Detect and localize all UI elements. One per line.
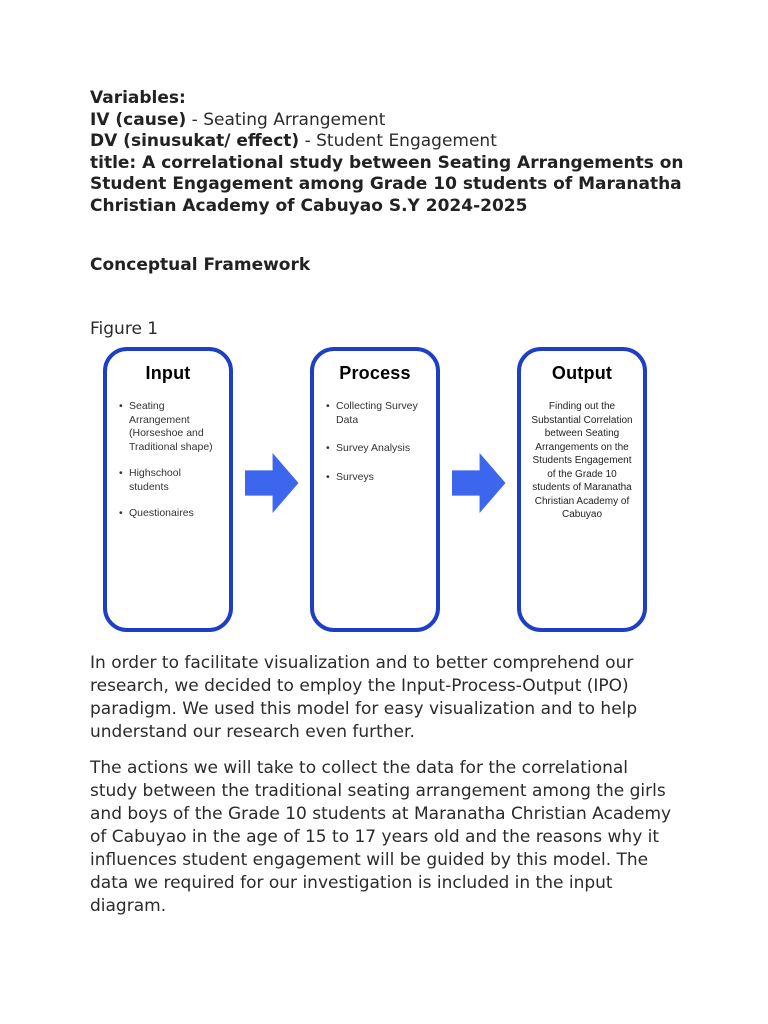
input-bullet-item: Seating Arrangement (Horseshoe and Tradi… <box>119 400 222 454</box>
paragraph-line: study between the traditional seating ar… <box>90 781 666 801</box>
dv-value: - Student Engagement <box>299 131 497 151</box>
section-heading-conceptual-framework: Conceptual Framework <box>90 255 311 275</box>
process-bullet-item: Collecting Survey Data <box>326 400 429 427</box>
paragraph-line: and boys of the Grade 10 students at Mar… <box>90 804 672 824</box>
study-title-line-2: Student Engagement among Grade 10 studen… <box>90 174 682 194</box>
input-bullet-item: Questionaires <box>119 507 222 521</box>
iv-line: IV (cause) - Seating Arrangement <box>90 110 708 132</box>
process-bullet-item: Surveys <box>326 471 429 485</box>
paragraph-line: paradigm. We used this model for easy vi… <box>90 699 638 719</box>
paragraph-line: diagram. <box>90 896 167 916</box>
arrow-cell <box>440 347 517 513</box>
process-bullet-item: Survey Analysis <box>326 442 429 456</box>
paragraph-line: understand our research even further. <box>90 722 415 742</box>
paragraph-line: In order to facilitate visualization and… <box>90 653 634 673</box>
variables-label: Variables: <box>90 88 186 108</box>
input-box-title: Input <box>145 363 191 383</box>
iv-value: - Seating Arrangement <box>186 109 386 130</box>
arrow-right-icon <box>451 453 506 513</box>
output-box-title: Output <box>551 363 613 383</box>
study-title-line-1: title: A correlational study between Sea… <box>90 152 684 173</box>
input-box: Input Seating Arrangement (Horseshoe and… <box>103 347 233 632</box>
paragraph-1: In order to facilitate visualization and… <box>90 652 708 744</box>
document-page: Variables: IV (cause) - Seating Arrangem… <box>0 0 768 918</box>
input-bullet-item: Highschool students <box>119 467 222 494</box>
dv-label: DV (sinusukat/ effect) <box>90 131 300 151</box>
figure-label: Figure 1 <box>90 319 159 339</box>
paragraph-line: of Cabuyao in the age of 15 to 17 years … <box>90 827 660 847</box>
paragraph-2: The actions we will take to collect the … <box>90 757 708 918</box>
variables-block: Variables: IV (cause) - Seating Arrangem… <box>90 88 708 217</box>
dv-line: DV (sinusukat/ effect) - Student Engagem… <box>90 131 708 153</box>
study-title-line-3: Christian Academy of Cabuyao S.Y 2024-20… <box>90 195 528 216</box>
output-box: Output Finding out the Substantial Corre… <box>517 347 647 632</box>
arrow-cell <box>233 347 310 513</box>
paragraph-line: influences student engagement will be gu… <box>90 850 649 870</box>
process-bullet-list: Collecting Survey Data Survey Analysis S… <box>321 400 429 484</box>
paragraph-line: research, we decided to employ the Input… <box>90 676 629 696</box>
paragraph-line: The actions we will take to collect the … <box>90 758 629 778</box>
process-box-title: Process <box>339 363 411 383</box>
arrow-right-icon <box>244 453 299 513</box>
paragraph-line: data we required for our investigation i… <box>90 873 613 893</box>
iv-label: IV (cause) <box>90 109 187 130</box>
input-bullet-list: Seating Arrangement (Horseshoe and Tradi… <box>114 400 222 521</box>
output-box-text: Finding out the Substantial Correlation … <box>531 401 633 520</box>
ipo-diagram: Input Seating Arrangement (Horseshoe and… <box>103 347 708 632</box>
process-box: Process Collecting Survey Data Survey An… <box>310 347 440 632</box>
